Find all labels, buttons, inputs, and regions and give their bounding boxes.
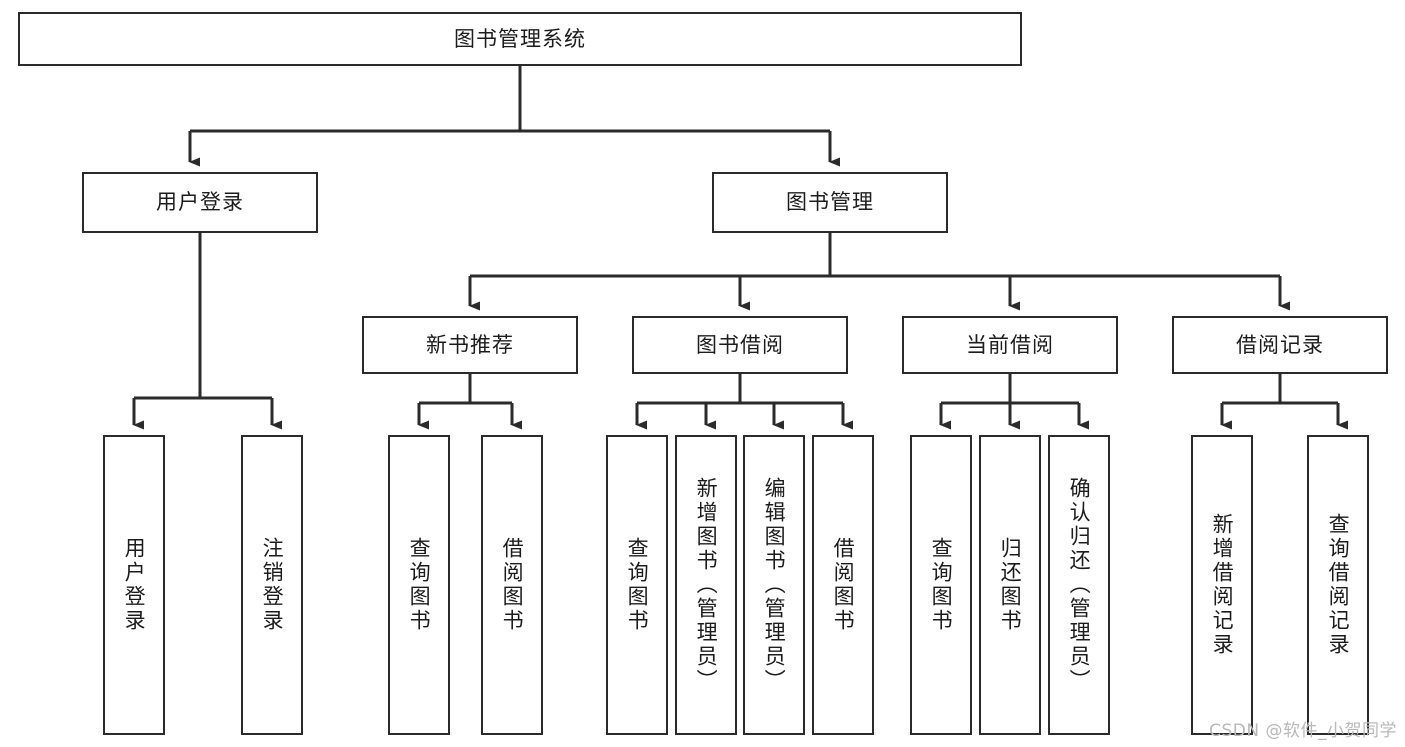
node-leaf-query-book-borrow[interactable]: 查询图书 bbox=[606, 435, 668, 735]
node-label: 归还图书 bbox=[998, 537, 1023, 633]
node-leaf-query-borrow-record[interactable]: 查询借阅记录 bbox=[1307, 435, 1369, 735]
node-label: 查询图书 bbox=[407, 537, 432, 633]
node-label: 用户登录 bbox=[122, 537, 147, 633]
node-borrow-record[interactable]: 借阅记录 bbox=[1172, 316, 1388, 374]
node-leaf-logout-login[interactable]: 注销登录 bbox=[241, 435, 303, 735]
node-leaf-confirm-return-admin[interactable]: 确认归还（管理员） bbox=[1048, 435, 1110, 735]
node-leaf-user-login[interactable]: 用户登录 bbox=[103, 435, 165, 735]
node-root-book-management-system[interactable]: 图书管理系统 bbox=[18, 12, 1022, 66]
node-label: 注销登录 bbox=[260, 537, 285, 633]
node-label: 新增借阅记录 bbox=[1210, 513, 1235, 657]
node-label: 图书管理系统 bbox=[454, 26, 586, 51]
node-label: 查询图书 bbox=[929, 537, 954, 633]
node-leaf-query-book-current[interactable]: 查询图书 bbox=[910, 435, 972, 735]
node-label: 查询图书 bbox=[625, 537, 650, 633]
node-label: 确认归还（管理员） bbox=[1067, 477, 1092, 693]
node-current-borrow[interactable]: 当前借阅 bbox=[902, 316, 1118, 374]
node-label: 图书管理 bbox=[786, 190, 874, 215]
node-label: 当前借阅 bbox=[966, 332, 1054, 357]
node-label: 查询借阅记录 bbox=[1326, 513, 1351, 657]
node-book-borrow[interactable]: 图书借阅 bbox=[632, 316, 848, 374]
node-leaf-edit-book-admin[interactable]: 编辑图书（管理员） bbox=[743, 435, 805, 735]
node-label: 新增图书（管理员） bbox=[694, 477, 719, 693]
node-user-login[interactable]: 用户登录 bbox=[82, 172, 318, 233]
node-label: 编辑图书（管理员） bbox=[762, 477, 787, 693]
node-leaf-borrow-book[interactable]: 借阅图书 bbox=[812, 435, 874, 735]
node-label: 借阅图书 bbox=[500, 537, 525, 633]
watermark-text: CSDN @软件_小贺同学 bbox=[1209, 721, 1397, 741]
node-book-management[interactable]: 图书管理 bbox=[712, 172, 948, 233]
node-leaf-query-book-recommend[interactable]: 查询图书 bbox=[388, 435, 450, 735]
node-label: 借阅图书 bbox=[831, 537, 856, 633]
node-leaf-add-borrow-record[interactable]: 新增借阅记录 bbox=[1191, 435, 1253, 735]
node-label: 借阅记录 bbox=[1236, 332, 1324, 357]
node-leaf-borrow-book-recommend[interactable]: 借阅图书 bbox=[481, 435, 543, 735]
node-new-book-recommend[interactable]: 新书推荐 bbox=[362, 316, 578, 374]
node-label: 用户登录 bbox=[156, 190, 244, 215]
node-leaf-add-book-admin[interactable]: 新增图书（管理员） bbox=[675, 435, 737, 735]
node-leaf-return-book[interactable]: 归还图书 bbox=[979, 435, 1041, 735]
node-label: 图书借阅 bbox=[696, 332, 784, 357]
node-label: 新书推荐 bbox=[426, 332, 514, 357]
